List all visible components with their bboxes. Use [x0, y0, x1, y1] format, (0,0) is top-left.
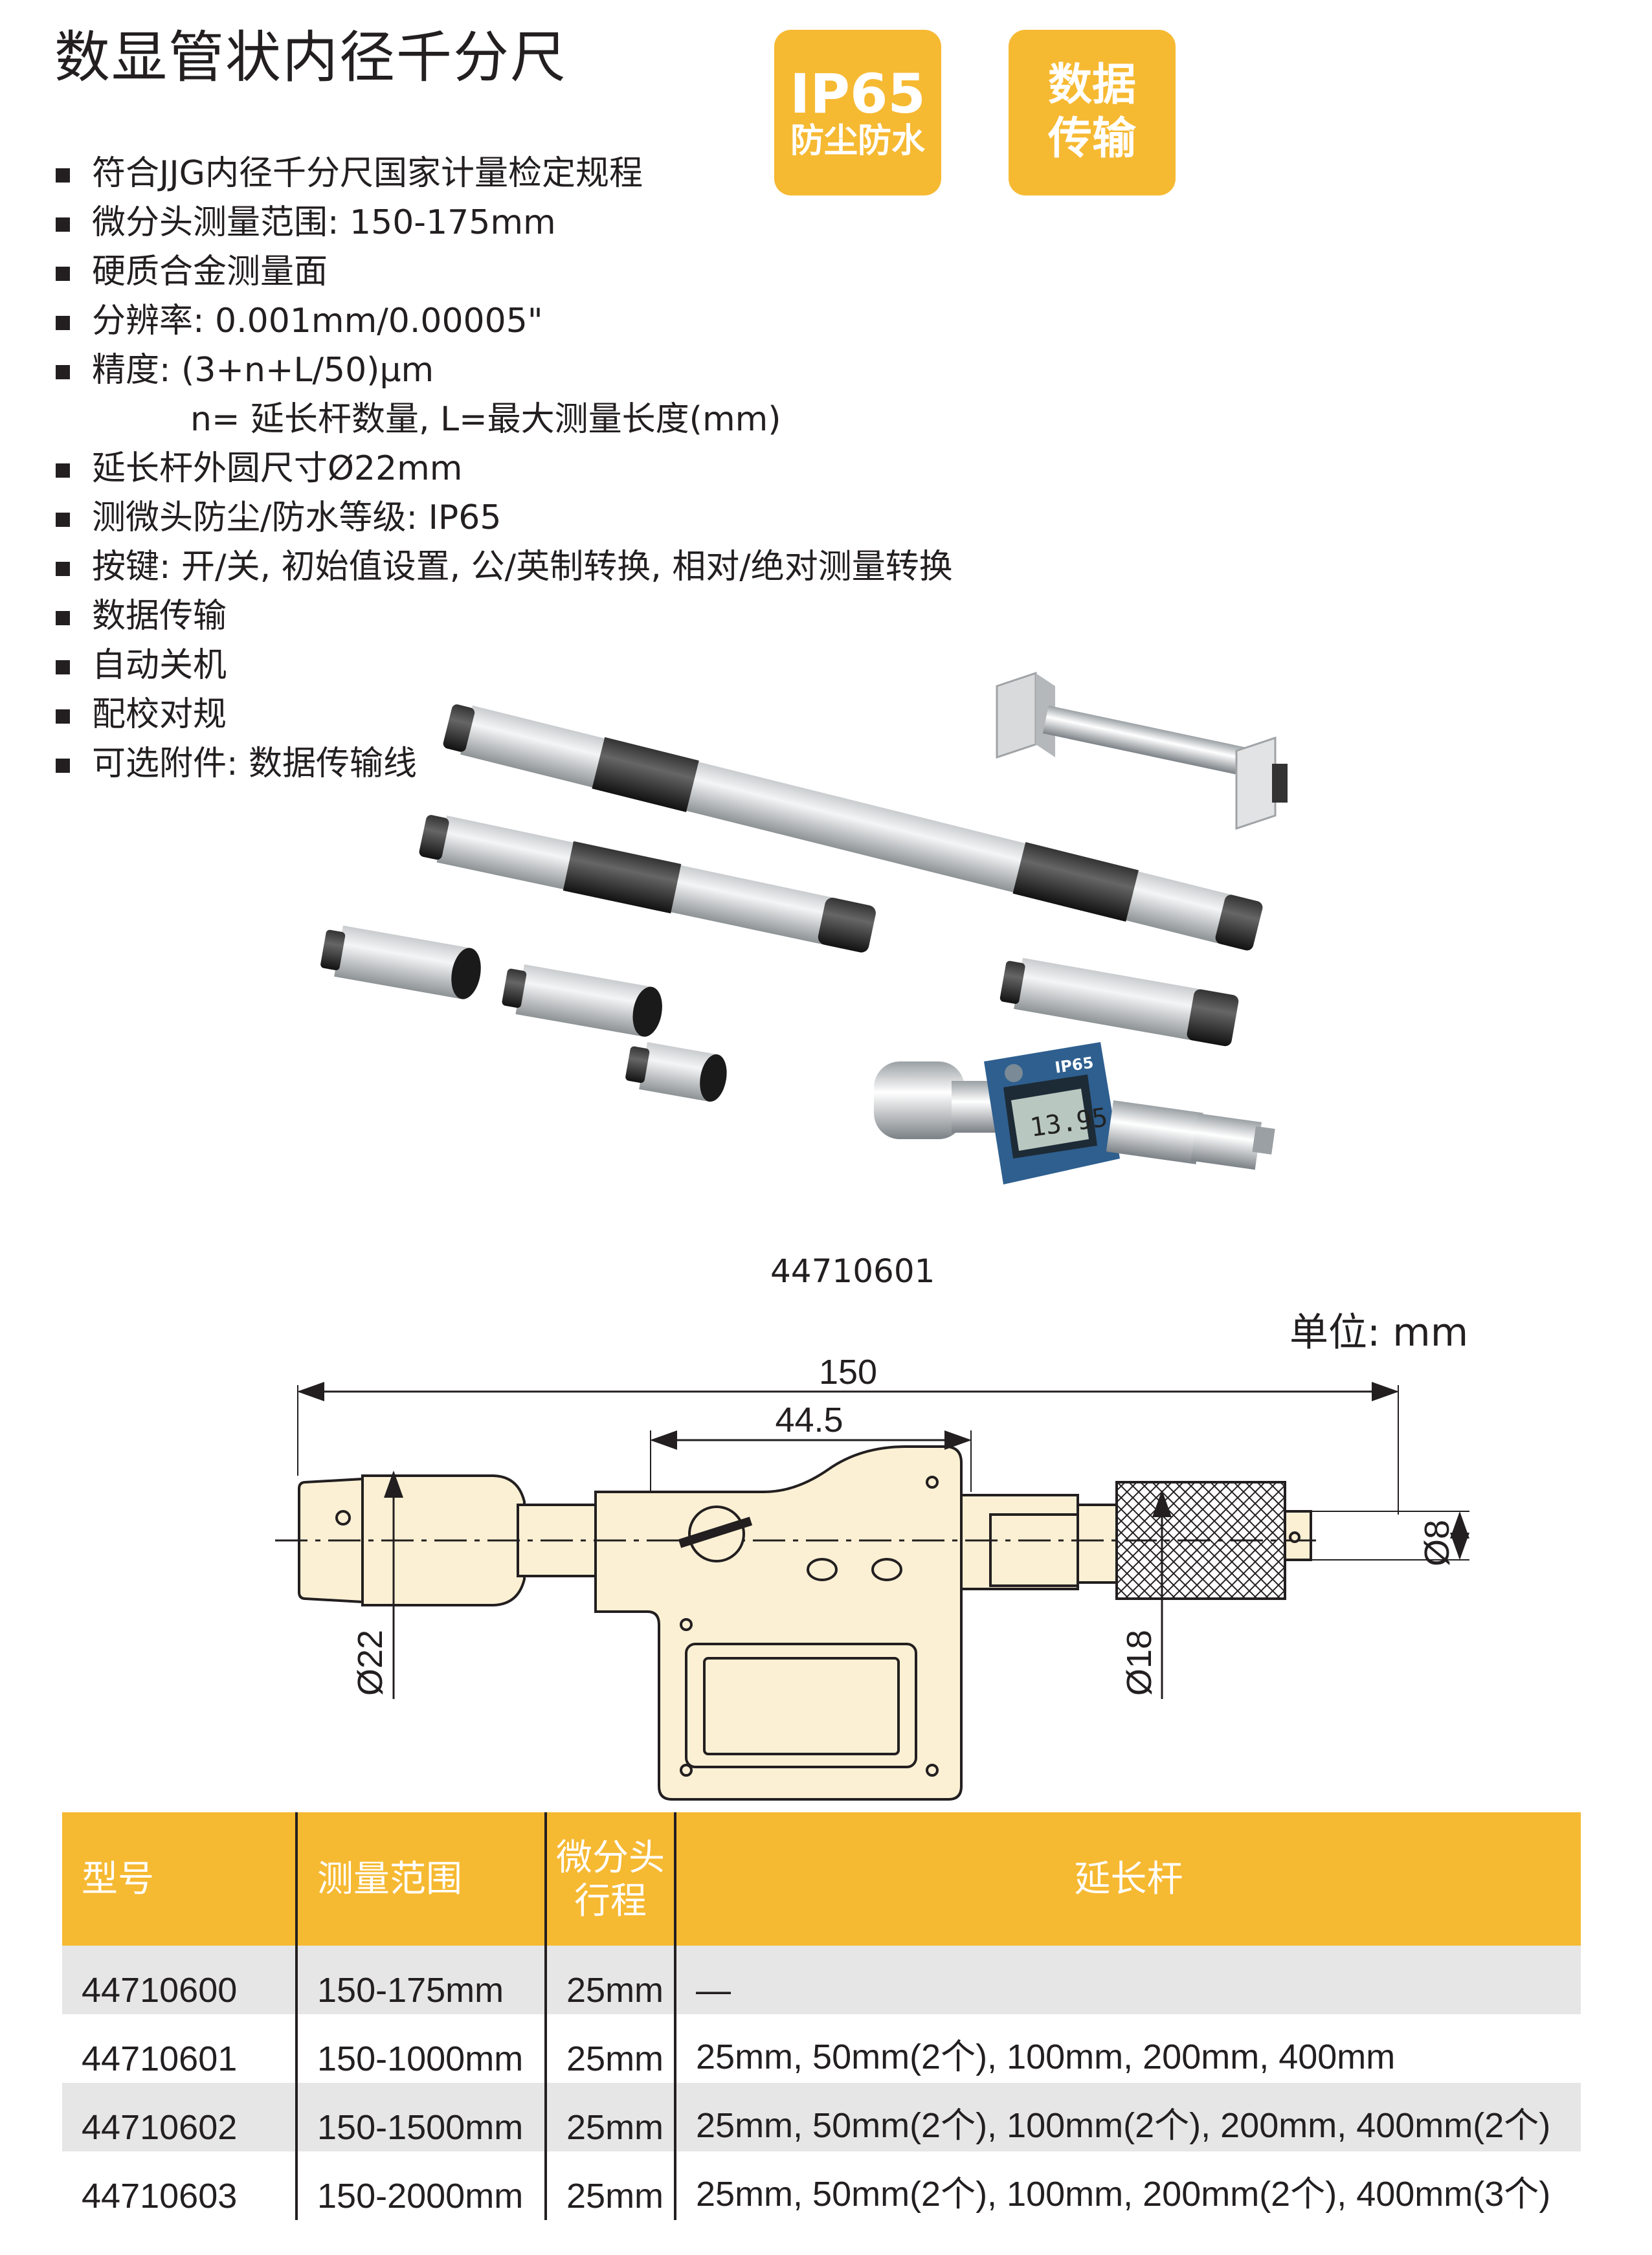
data-badge-line2: 传输: [1047, 113, 1136, 164]
dimension-drawing: 150 44.5 Ø22 Ø18 Ø8: [275, 1353, 1469, 1801]
ip65-badge-subtitle: 防尘防水: [790, 121, 925, 161]
cell-stroke: 25mm: [546, 2083, 676, 2151]
header-range: 测量范围: [296, 1812, 547, 1946]
cell-model: 44710600: [62, 1946, 298, 2014]
bullet-icon: [56, 611, 70, 625]
setting-gauge: [996, 671, 1288, 830]
bullet-icon: [56, 365, 70, 379]
page-title: 数显管状内径千分尺: [54, 25, 567, 90]
extension-rod-200: [419, 815, 876, 953]
dim-spindle-diameter: Ø8: [1418, 1520, 1457, 1566]
extension-rod-50a: [320, 926, 481, 999]
dim-body-length: 44.5: [775, 1401, 843, 1439]
bullet-icon: [56, 463, 70, 478]
extension-rod-400: [443, 704, 1263, 951]
feature-item: 精度: (3+n+L/50)μm: [54, 346, 1025, 395]
cell-rods: —: [675, 1946, 1581, 2014]
table-row: 44710600 150-175mm 25mm —: [62, 1946, 1581, 2014]
header-rods: 延长杆: [675, 1812, 1581, 1946]
feature-item: 可选附件: 数据传输线: [54, 739, 1025, 788]
cell-rods: 25mm, 50mm(2个), 100mm, 200mm(2个), 400mm(…: [675, 2151, 1581, 2220]
cell-range: 150-2000mm: [296, 2151, 547, 2220]
data-badge-line1: 数据: [1047, 60, 1136, 111]
ip65-badge-title: IP65: [790, 62, 926, 126]
cell-range: 150-1000mm: [296, 2014, 547, 2083]
feature-item: 硬质合金测量面: [54, 247, 1025, 296]
cell-model: 44710602: [62, 2083, 298, 2151]
product-photo: 13.95 IP65: [320, 671, 1288, 1184]
table-row: 44710603 150-2000mm 25mm 25mm, 50mm(2个),…: [62, 2151, 1581, 2220]
feature-item: 数据传输: [54, 592, 1025, 641]
cell-stroke: 25mm: [546, 1946, 676, 2014]
cell-stroke: 25mm: [546, 2151, 676, 2220]
cell-rods: 25mm, 50mm(2个), 100mm(2个), 200mm, 400mm(…: [675, 2083, 1581, 2151]
cell-range: 150-1500mm: [296, 2083, 547, 2151]
digital-micrometer-head: 13.95 IP65: [874, 1042, 1275, 1184]
bullet-icon: [56, 217, 70, 232]
product-model-label: 44710601: [770, 1252, 935, 1290]
extension-rod-100: [999, 958, 1239, 1047]
data-transfer-badge: 数据 传输: [1009, 30, 1176, 195]
feature-item: 微分头测量范围: 150-175mm: [54, 198, 1025, 247]
table-row: 44710601 150-1000mm 25mm 25mm, 50mm(2个),…: [62, 2014, 1581, 2083]
bullet-icon: [56, 660, 70, 674]
feature-item: 延长杆外圆尺寸Ø22mm: [54, 444, 1025, 493]
bullet-icon: [56, 759, 70, 773]
spec-table: 型号 测量范围 微分头 行程 延长杆 44710600 150-175mm 25…: [62, 1812, 1581, 2220]
feature-item: 测微头防尘/防水等级: IP65: [54, 493, 1025, 542]
table-row: 44710602 150-1500mm 25mm 25mm, 50mm(2个),…: [62, 2083, 1581, 2151]
bullet-icon: [56, 168, 70, 183]
bullet-icon: [56, 316, 70, 330]
extension-rod-50b: [502, 964, 662, 1037]
table-header-row: 型号 测量范围 微分头 行程 延长杆: [62, 1812, 1581, 1946]
unit-label: 单位: mm: [1289, 1310, 1469, 1355]
feature-item-note: n= 延长杆数量, L=最大测量长度(mm): [190, 400, 781, 439]
bullet-icon: [56, 709, 70, 724]
feature-item: 分辨率: 0.001mm/0.00005": [54, 296, 1025, 346]
ip65-badge: IP65 防尘防水: [774, 30, 941, 195]
cell-model: 44710601: [62, 2014, 298, 2083]
dim-total-length: 150: [819, 1353, 877, 1392]
feature-item: 自动关机: [54, 641, 1025, 690]
extension-rod-25: [625, 1042, 727, 1102]
dim-rod-diameter: Ø22: [351, 1630, 390, 1696]
header-stroke: 微分头 行程: [546, 1812, 676, 1946]
cell-rods: 25mm, 50mm(2个), 100mm, 200mm, 400mm: [675, 2014, 1581, 2083]
cell-stroke: 25mm: [546, 2014, 676, 2083]
bullet-icon: [56, 562, 70, 576]
feature-item: 按键: 开/关, 初始值设置, 公/英制转换, 相对/绝对测量转换: [54, 542, 1025, 592]
dim-thimble-diameter: Ø18: [1120, 1630, 1159, 1696]
feature-list: 符合JJG内径千分尺国家计量检定规程 微分头测量范围: 150-175mm 硬质…: [54, 149, 1025, 788]
bullet-icon: [56, 267, 70, 281]
feature-item: 符合JJG内径千分尺国家计量检定规程: [54, 149, 1025, 198]
header-model: 型号: [62, 1812, 298, 1946]
bullet-icon: [56, 513, 70, 527]
feature-item: 配校对规: [54, 690, 1025, 739]
cell-range: 150-175mm: [296, 1946, 547, 2014]
cell-model: 44710603: [62, 2151, 298, 2220]
